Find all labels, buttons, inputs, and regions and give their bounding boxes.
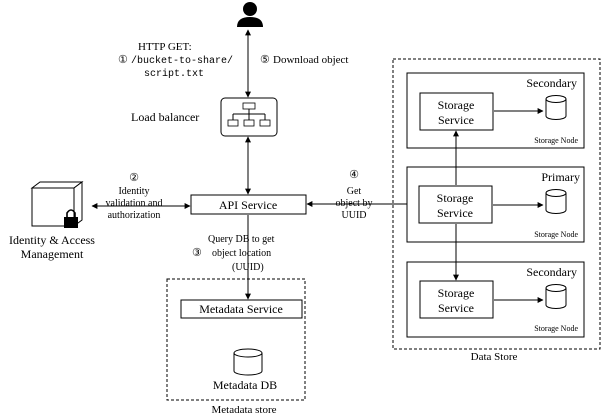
step4-line1: Get (347, 186, 362, 197)
storage-node-label: Storage Node (534, 136, 578, 145)
storage-service-box (419, 92, 494, 131)
storage-node-primary: Primary Storage Service Storage Node (406, 166, 585, 243)
step1-path-line1: /bucket-to-share/ (131, 55, 233, 67)
storage-service-box (418, 185, 493, 224)
storage-service-line2: Service (437, 206, 473, 220)
storage-node-role: Primary (541, 170, 580, 184)
storage-node-secondary-bottom: Secondary Storage Service Storage Node (406, 261, 585, 338)
metadata-db-label: Metadata DB (213, 378, 277, 392)
metadata-store-container (166, 278, 306, 401)
step2-line3: authorization (108, 210, 161, 221)
api-service-label: API Service (219, 198, 277, 212)
metadata-service-box (180, 299, 303, 319)
step4-line2: object by (336, 198, 373, 209)
storage-service-line1: Storage (438, 286, 475, 300)
step5-label: Download object (273, 54, 348, 66)
storage-service-box (419, 280, 494, 319)
disk-icon (545, 284, 567, 309)
storage-service-line1: Storage (437, 191, 474, 205)
disk-icon (545, 189, 567, 214)
storage-service-line2: Service (438, 301, 474, 315)
step2-line2: validation and (106, 198, 163, 209)
api-service-box (190, 194, 307, 215)
lock-icon (64, 209, 78, 228)
step4-line3: UUID (342, 210, 367, 221)
iam-label-line1: Identity & Access (9, 233, 95, 247)
storage-node-role: Secondary (526, 76, 577, 90)
data-store-label: Data Store (471, 351, 518, 363)
storage-service-line2: Service (438, 113, 474, 127)
load-balancer-icon (227, 102, 271, 127)
step1-number: ① (118, 54, 128, 66)
step4-number: ④ (349, 169, 359, 181)
step3-line1: Query DB to get (208, 234, 275, 245)
storage-service-line1: Storage (438, 98, 475, 112)
disk-icon (545, 95, 567, 120)
metadata-store-label: Metadata store (211, 404, 276, 416)
step2-number: ② (129, 172, 139, 184)
user-icon (237, 2, 263, 27)
storage-node-role: Secondary (526, 265, 577, 279)
step1-path-line2: script.txt (144, 68, 204, 80)
load-balancer-label: Load balancer (131, 110, 199, 124)
step3-line2: object location (212, 248, 271, 259)
step2-line1: Identity (118, 186, 149, 197)
storage-node-secondary-top: Secondary Storage Service Storage Node (406, 72, 585, 149)
step3-line3: (UUID) (232, 262, 264, 273)
data-store-container (392, 58, 601, 350)
iam-icon (30, 181, 84, 227)
iam-label-line2: Management (21, 247, 84, 261)
storage-node-label: Storage Node (534, 324, 578, 333)
step3-number: ③ (192, 247, 202, 259)
metadata-service-label: Metadata Service (199, 302, 283, 316)
step5-number: ⑤ (260, 54, 270, 66)
metadata-db-icon (233, 348, 263, 376)
step1-title: HTTP GET: (138, 41, 192, 53)
storage-node-label: Storage Node (534, 230, 578, 239)
